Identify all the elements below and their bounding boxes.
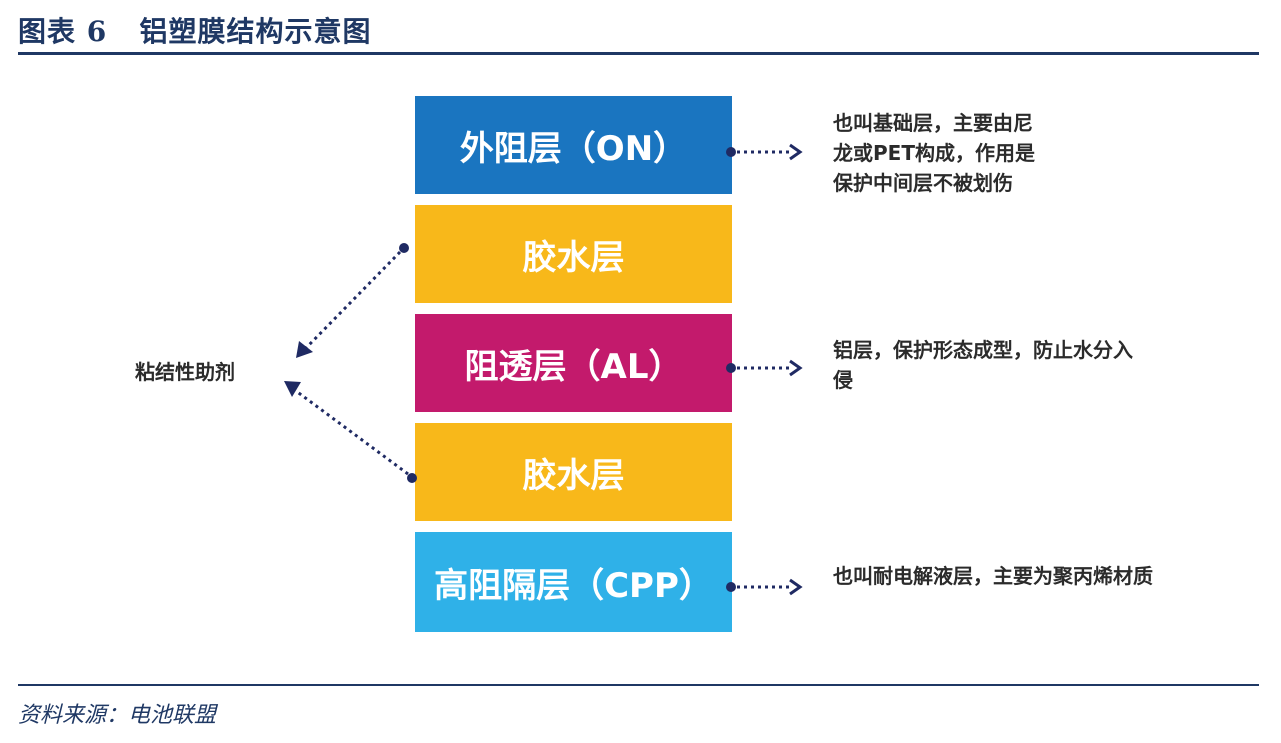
layer-outer-on: 外阻层（ON） xyxy=(415,96,732,194)
layer-barrier-al: 阻透层（AL） xyxy=(415,314,732,412)
layer-adhesive-1: 胶水层 xyxy=(415,205,732,303)
layer-inner-cpp-label: 高阻隔层（CPP） xyxy=(434,565,713,606)
source-note: 资料来源：电池联盟 xyxy=(18,703,217,728)
layer-inner-cpp: 高阻隔层（CPP） xyxy=(415,532,732,632)
layer-outer-on-label: 外阻层（ON） xyxy=(459,128,688,169)
adhesive-2-head xyxy=(284,381,301,397)
note-inner-layer: 也叫耐电解液层，主要为聚丙烯材质 xyxy=(833,564,1153,588)
arrow-inner-dot xyxy=(726,582,736,592)
adhesive-1-line xyxy=(302,250,402,352)
figure-title: 图表 6 铝塑膜结构示意图 xyxy=(18,15,372,48)
title-divider xyxy=(18,52,1259,55)
source-divider xyxy=(18,684,1259,686)
layer-adhesive-1-label: 胶水层 xyxy=(522,237,625,278)
note-barrier-layer: 铝层，保护形态成型，防止水分入侵 xyxy=(833,338,1133,392)
note-outer-layer: 也叫基础层，主要由尼龙或PET构成，作用是保护中间层不被划伤 xyxy=(833,111,1035,195)
adhesive-2-line xyxy=(291,386,409,476)
adhesive-1-head xyxy=(296,341,313,358)
adhesive-label: 粘结性助剂 xyxy=(135,360,235,384)
adhesive-1-dot xyxy=(399,243,409,253)
layer-adhesive-2-label: 胶水层 xyxy=(522,455,625,496)
arrow-barrier-dot xyxy=(726,363,736,373)
layer-barrier-al-label: 阻透层（AL） xyxy=(464,346,683,387)
arrow-outer-dot xyxy=(726,147,736,157)
arrow-inner-head xyxy=(789,578,803,596)
layer-adhesive-2: 胶水层 xyxy=(415,423,732,521)
arrow-barrier-head xyxy=(789,359,803,377)
arrow-outer-head xyxy=(789,143,803,161)
adhesive-2-dot xyxy=(407,473,417,483)
